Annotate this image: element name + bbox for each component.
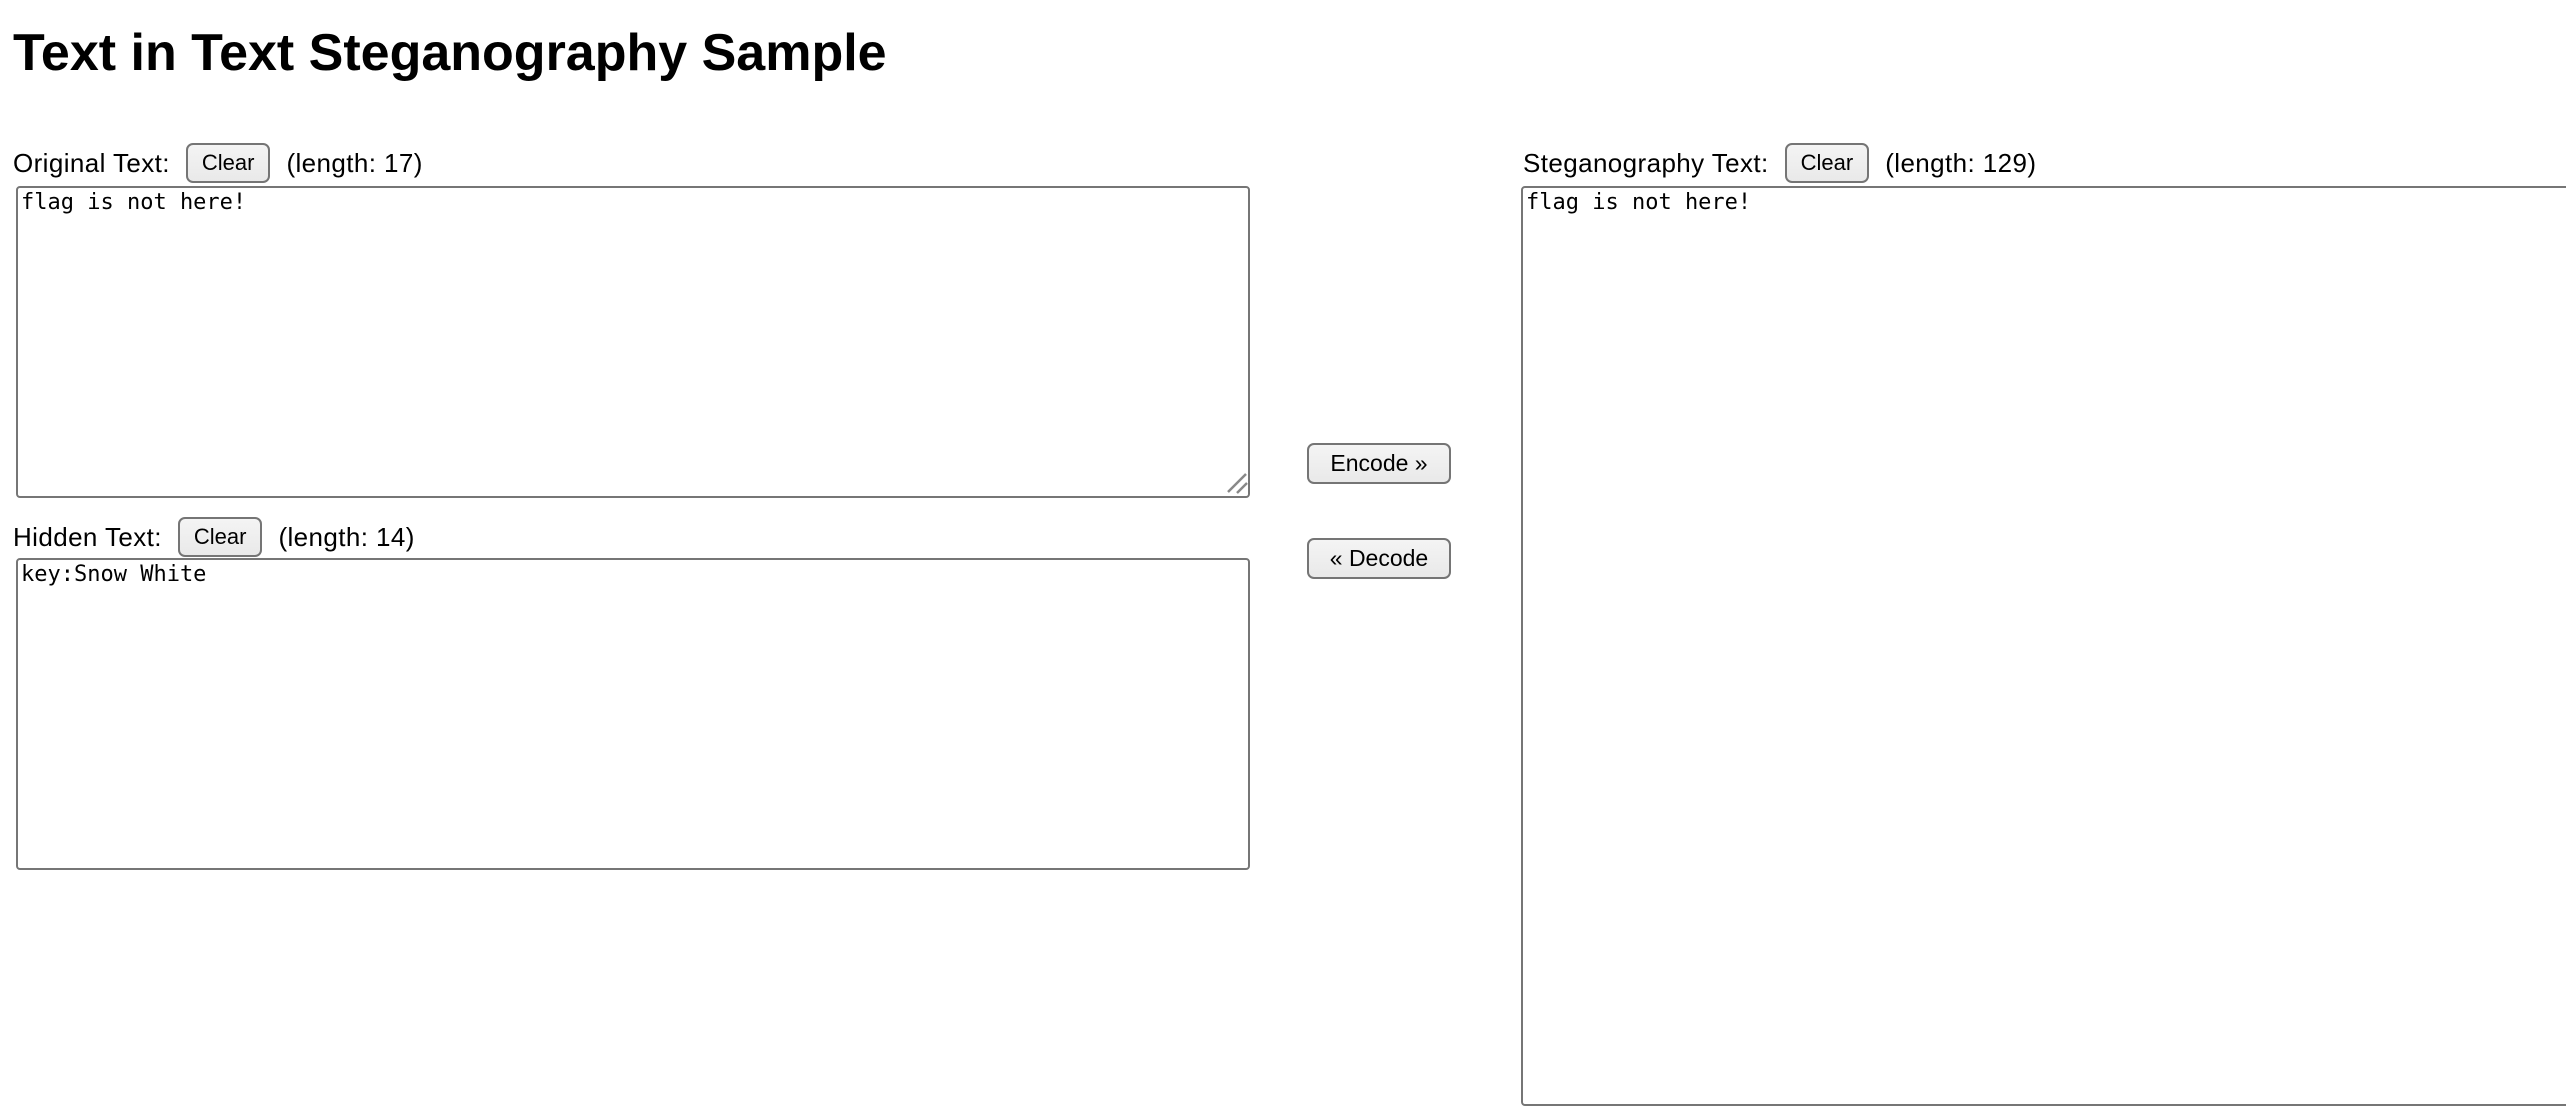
hidden-text-label: Hidden Text: (13, 521, 162, 552)
hidden-textarea[interactable]: key:Snow White (16, 558, 1250, 870)
original-label-row: Original Text: Clear (length: 17) (13, 143, 423, 183)
stego-clear-button[interactable]: Clear (1784, 143, 1870, 183)
original-textarea[interactable]: flag is not here! (16, 186, 1250, 498)
original-text-label: Original Text: (13, 147, 170, 178)
decode-button[interactable]: « Decode (1307, 538, 1451, 579)
resize-handle-icon[interactable] (1224, 470, 1250, 496)
original-clear-button[interactable]: Clear (185, 143, 271, 183)
encode-button[interactable]: Encode » (1307, 443, 1451, 484)
stego-length-counter: (length: 129) (1885, 147, 2037, 178)
steganography-textarea[interactable]: flag is not here! (1521, 186, 2566, 1106)
hidden-clear-button[interactable]: Clear (177, 517, 263, 557)
stego-label-row: Steganography Text: Clear (length: 129) (1523, 143, 2036, 183)
steganography-text-label: Steganography Text: (1523, 147, 1769, 178)
hidden-label-row: Hidden Text: Clear (length: 14) (13, 517, 415, 557)
original-length-counter: (length: 17) (286, 147, 423, 178)
page-title: Text in Text Steganography Sample (13, 24, 887, 82)
hidden-length-counter: (length: 14) (278, 521, 415, 552)
